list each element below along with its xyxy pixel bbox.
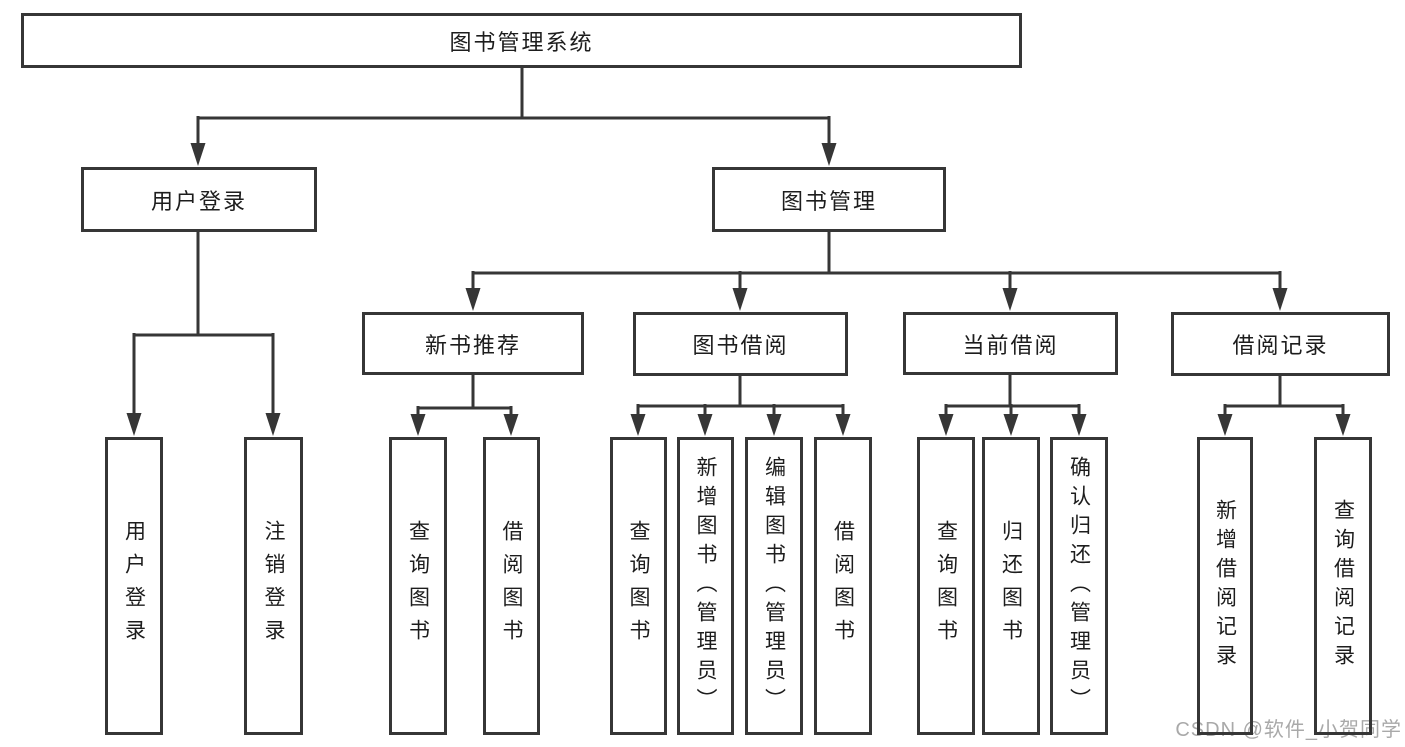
leaf-return-book-label: 归还图书 [999, 520, 1023, 652]
leaf-borrow-query-book-label: 查询图书 [627, 520, 650, 652]
leaf-add-borrow-record-label: 新增借阅记录 [1213, 499, 1237, 673]
leaf-recommend-query-book-label: 查询图书 [406, 520, 430, 652]
leaf-logout: 注销登录 [244, 437, 303, 735]
leaf-query-borrow-record: 查询借阅记录 [1314, 437, 1372, 735]
node-book-management: 图书管理 [712, 167, 946, 232]
node-root: 图书管理系统 [21, 13, 1022, 68]
node-current-borrow: 当前借阅 [903, 312, 1118, 375]
leaf-user-login-label: 用户登录 [122, 520, 146, 652]
node-new-book-recommend-label: 新书推荐 [424, 332, 521, 358]
node-book-borrow-label: 图书借阅 [692, 333, 789, 358]
node-user-login: 用户登录 [81, 167, 317, 232]
leaf-borrow-query-book: 查询图书 [610, 437, 667, 735]
leaf-confirm-return-admin: 确认归还（管理员） [1050, 437, 1108, 735]
leaf-return-book: 归还图书 [982, 437, 1040, 735]
leaf-add-book-admin-label: 新增图书（管理员） [694, 455, 717, 717]
node-borrow-record: 借阅记录 [1171, 312, 1390, 376]
leaf-confirm-return-admin-label: 确认归还（管理员） [1067, 455, 1091, 717]
node-current-borrow-label: 当前借阅 [962, 332, 1059, 358]
node-root-label: 图书管理系统 [449, 29, 594, 55]
node-borrow-record-label: 借阅记录 [1232, 333, 1329, 358]
node-book-management-label: 图书管理 [780, 188, 877, 214]
leaf-recommend-query-book: 查询图书 [389, 437, 447, 735]
leaf-current-query-book: 查询图书 [917, 437, 975, 735]
leaf-current-query-book-label: 查询图书 [934, 520, 958, 652]
leaf-logout-label: 注销登录 [262, 520, 285, 652]
leaf-edit-book-admin: 编辑图书（管理员） [745, 437, 803, 735]
node-user-login-label: 用户登录 [150, 188, 247, 214]
leaf-query-borrow-record-label: 查询借阅记录 [1331, 499, 1355, 673]
leaf-borrow-book: 借阅图书 [814, 437, 872, 735]
arrowheads [126, 143, 1351, 436]
csdn-watermark: CSDN @软件_小贺同学 [1175, 719, 1402, 741]
leaf-add-book-admin: 新增图书（管理员） [677, 437, 734, 735]
leaf-borrow-book-label: 借阅图书 [831, 520, 855, 652]
node-book-borrow: 图书借阅 [633, 312, 848, 376]
leaf-recommend-borrow-book-label: 借阅图书 [500, 520, 523, 652]
leaf-recommend-borrow-book: 借阅图书 [483, 437, 540, 735]
node-new-book-recommend: 新书推荐 [362, 312, 584, 375]
leaf-add-borrow-record: 新增借阅记录 [1197, 437, 1253, 735]
leaf-user-login: 用户登录 [105, 437, 163, 735]
leaf-edit-book-admin-label: 编辑图书（管理员） [762, 455, 786, 717]
